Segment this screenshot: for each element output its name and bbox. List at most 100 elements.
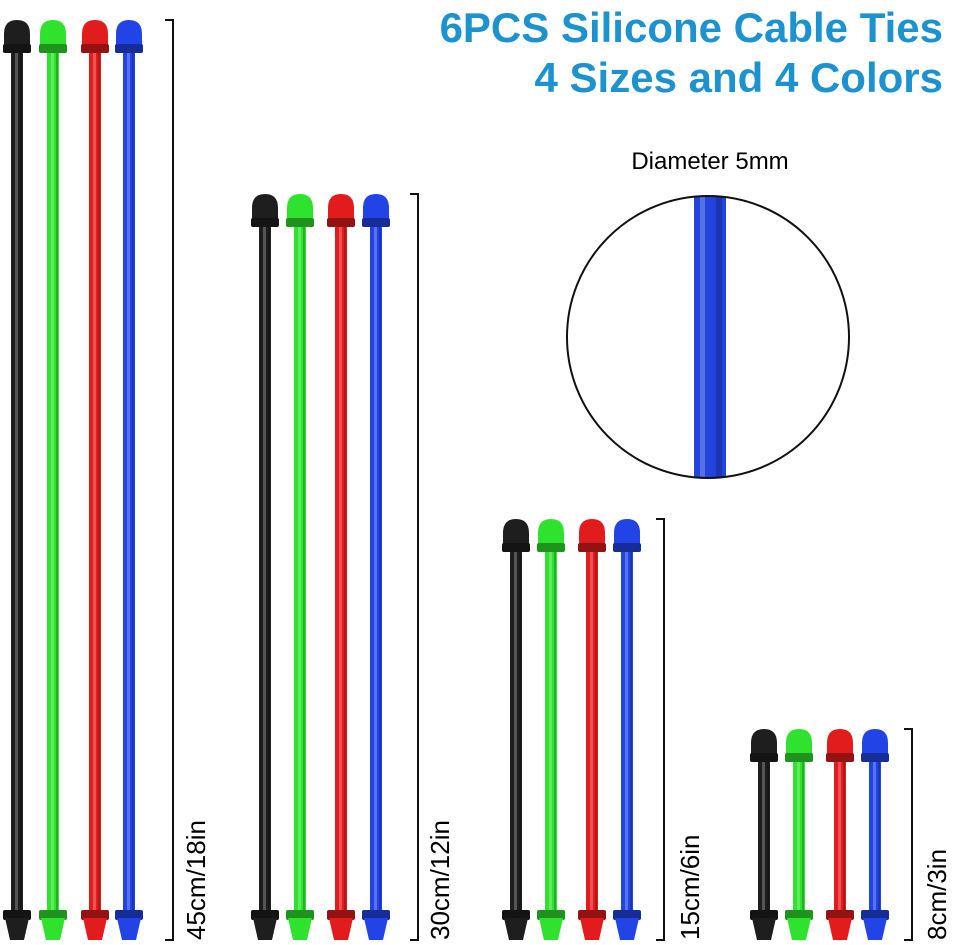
tie-top-collar: [750, 753, 778, 762]
tie-top-collar: [362, 218, 390, 227]
tie-bottom-collar: [502, 910, 530, 920]
tie-strap-highlight: [514, 551, 517, 914]
tie-strap-shade: [519, 551, 521, 914]
tie-bottom-tab: [580, 918, 604, 940]
tie-top-cap: [40, 20, 66, 48]
cable-tie-green: [286, 194, 314, 940]
tie-strap-shade: [344, 226, 346, 914]
tie-strap-shade: [802, 761, 804, 914]
tie-bottom-collar: [115, 910, 143, 920]
tie-top-cap: [363, 194, 389, 222]
tie-top-cap: [82, 20, 108, 48]
tie-top-cap: [287, 194, 313, 222]
tie-group-45cm: 45cm/18in: [3, 19, 211, 941]
cable-tie-black: [750, 729, 778, 940]
dimension-bracket: [165, 19, 174, 941]
tie-top-cap: [786, 729, 812, 757]
cable-tie-blue: [362, 194, 390, 940]
tie-top-cap: [862, 729, 888, 757]
tie-strap-highlight: [93, 52, 96, 914]
tie-top-cap: [328, 194, 354, 222]
magnifier-circle-outline: [566, 195, 850, 479]
tie-bottom-tab: [364, 918, 388, 940]
cable-tie-green: [39, 20, 67, 940]
tie-strap-shade: [630, 551, 632, 914]
cable-tie-green: [537, 519, 565, 940]
tie-strap-shade: [268, 226, 270, 914]
tie-top-collar: [785, 753, 813, 762]
tie-top-collar: [537, 543, 565, 552]
tie-bottom-tab: [504, 918, 528, 940]
tie-strap-shade: [554, 551, 556, 914]
tie-bottom-tab: [253, 918, 277, 940]
tie-bottom-collar: [362, 910, 390, 920]
dimension-bracket: [656, 518, 665, 941]
cable-tie-blue: [613, 519, 641, 940]
tie-strap-shade: [878, 761, 880, 914]
cable-tie-red: [81, 20, 109, 940]
cable-tie-red: [826, 729, 854, 940]
magnified-tie: [694, 196, 726, 478]
cable-tie-black: [502, 519, 530, 940]
tie-top-cap: [116, 20, 142, 48]
tie-top-collar: [578, 543, 606, 552]
dimension-bracket: [410, 193, 419, 941]
diameter-label: Diameter 5mm: [631, 148, 789, 175]
tie-strap-shade: [20, 52, 22, 914]
tie-strap-highlight: [127, 52, 130, 914]
tie-bottom-tab: [615, 918, 639, 940]
tie-strap-highlight: [263, 226, 266, 914]
tie-bottom-tab: [329, 918, 353, 940]
tie-strap-highlight: [838, 761, 841, 914]
tie-strap-highlight: [51, 52, 54, 914]
tie-top-cap: [4, 20, 30, 48]
product-title-line-2: 4 Sizes and 4 Colors: [534, 54, 943, 101]
tie-top-collar: [613, 543, 641, 552]
tie-top-collar: [861, 753, 889, 762]
tie-top-cap: [503, 519, 529, 547]
tie-strap-highlight: [873, 761, 876, 914]
tie-top-collar: [115, 44, 143, 53]
tie-strap-highlight: [762, 761, 765, 914]
cable-tie-red: [578, 519, 606, 940]
tie-top-collar: [251, 218, 279, 227]
tie-bottom-collar: [785, 910, 813, 920]
tie-bottom-collar: [750, 910, 778, 920]
magnified-tie-shade: [716, 196, 722, 478]
tie-top-collar: [3, 44, 31, 53]
size-label: 8cm/3in: [922, 849, 952, 940]
tie-strap-highlight: [797, 761, 800, 914]
cable-tie-blue: [115, 20, 143, 940]
tie-bottom-collar: [578, 910, 606, 920]
cable-tie-red: [327, 194, 355, 940]
size-label: 15cm/6in: [675, 835, 705, 941]
cable-tie-blue: [861, 729, 889, 940]
tie-bottom-tab: [5, 918, 29, 940]
tie-strap-highlight: [625, 551, 628, 914]
tie-bottom-tab: [117, 918, 141, 940]
tie-bottom-collar: [613, 910, 641, 920]
tie-strap-shade: [379, 226, 381, 914]
tie-bottom-tab: [863, 918, 887, 940]
tie-bottom-tab: [752, 918, 776, 940]
tie-group-30cm: 30cm/12in: [251, 193, 455, 941]
size-label: 45cm/18in: [181, 820, 211, 940]
tie-strap-highlight: [298, 226, 301, 914]
tie-top-collar: [286, 218, 314, 227]
tie-bottom-collar: [537, 910, 565, 920]
tie-bottom-collar: [826, 910, 854, 920]
tie-strap-shade: [303, 226, 305, 914]
tie-bottom-collar: [861, 910, 889, 920]
tie-top-cap: [827, 729, 853, 757]
cable-tie-black: [3, 20, 31, 940]
tie-top-cap: [751, 729, 777, 757]
diameter-detail: [566, 195, 850, 479]
tie-top-collar: [39, 44, 67, 53]
tie-top-cap: [614, 519, 640, 547]
tie-bottom-tab: [539, 918, 563, 940]
tie-bottom-collar: [327, 910, 355, 920]
tie-strap-highlight: [590, 551, 593, 914]
tie-strap-shade: [843, 761, 845, 914]
tie-top-collar: [327, 218, 355, 227]
